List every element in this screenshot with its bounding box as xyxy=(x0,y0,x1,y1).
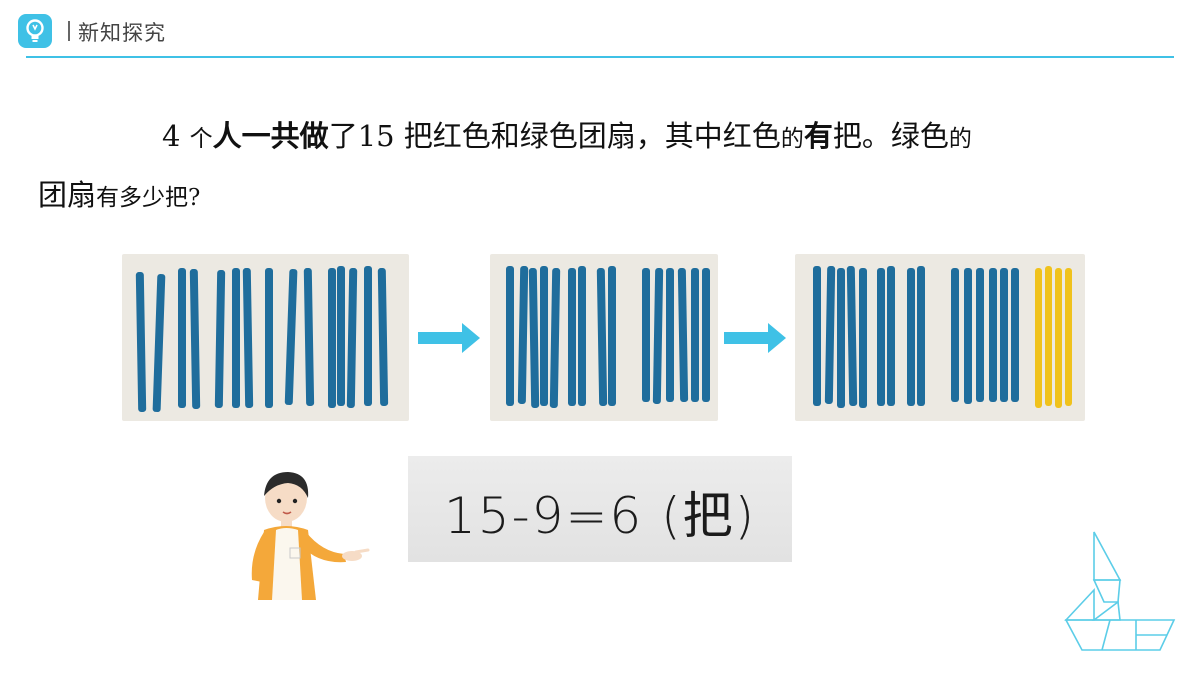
sticks-photo-2 xyxy=(490,254,718,421)
lightbulb-icon xyxy=(18,14,52,48)
section-title: 新知探究 xyxy=(78,21,166,45)
header-divider xyxy=(26,56,1174,58)
boy-character xyxy=(251,472,370,600)
sticks-photo-3 xyxy=(795,254,1085,421)
header: 新知探究 xyxy=(18,14,1178,54)
calculation-card: 15-9=6 (把) xyxy=(408,456,792,562)
tangram-boat-icon xyxy=(1064,531,1176,651)
right-arrow-icon xyxy=(418,323,480,353)
problem-number: 4 xyxy=(162,119,181,153)
calculation-text: 15-9=6 (把) xyxy=(444,487,757,545)
sticks-photo-1 xyxy=(122,254,409,421)
header-separator xyxy=(68,21,70,41)
right-arrow-icon xyxy=(724,323,786,353)
problem-text: 4 个人一共做了15 把红色和绿色团扇，其中红色的有把。绿色的 团扇有多少把? xyxy=(38,119,972,212)
